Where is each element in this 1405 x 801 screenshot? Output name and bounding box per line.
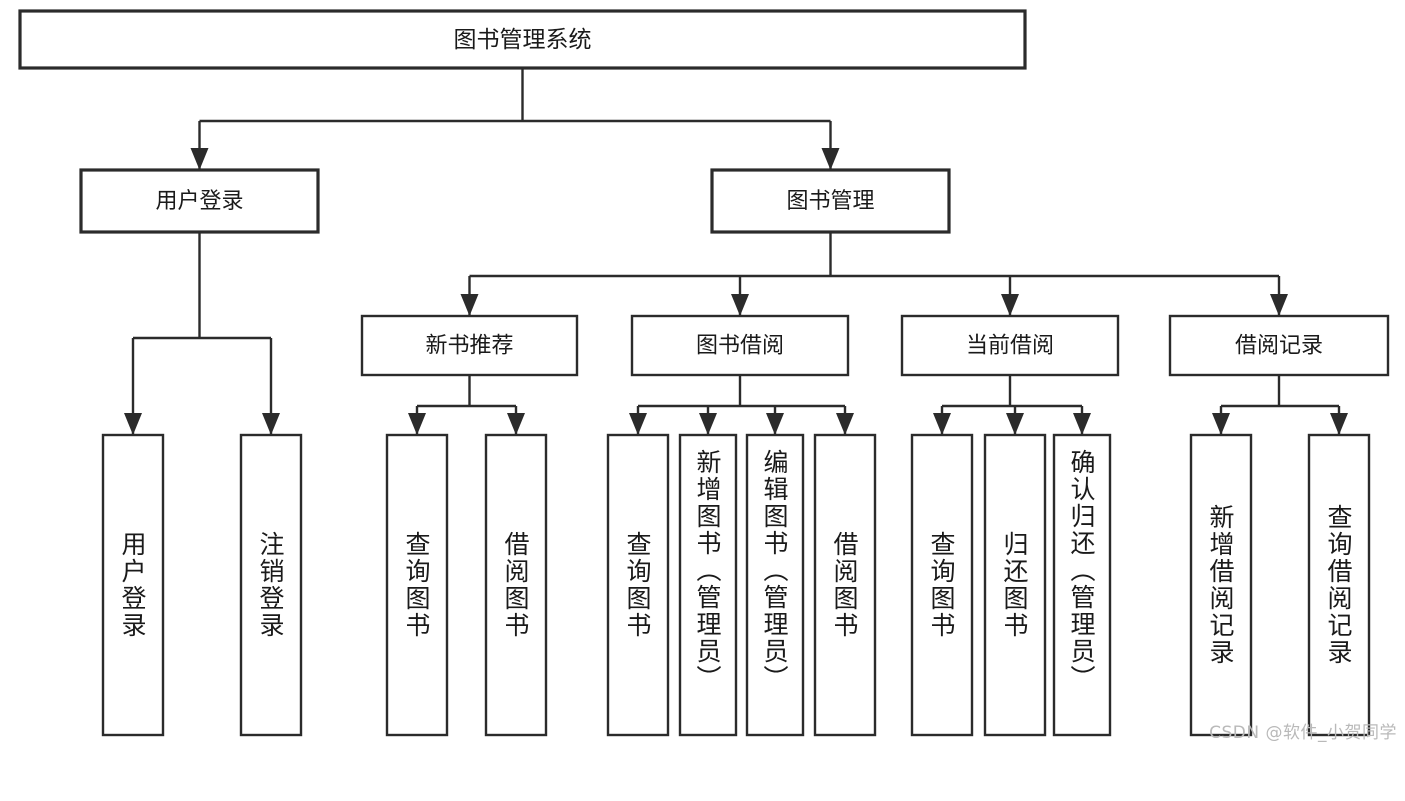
node-box-leaf-borrow-book-2[interactable] [813, 433, 877, 737]
node-box-leaf-query-record[interactable] [1307, 433, 1371, 737]
node-box-user-login[interactable] [79, 168, 320, 234]
arrow-head-book-borrow [731, 294, 749, 316]
node-box-leaf-user-logout[interactable] [239, 433, 303, 737]
arrow-head-leaf-query-book-1 [408, 413, 426, 435]
node-label-book-borrow: 图书借阅 [696, 334, 784, 359]
arrow-head-user-login [190, 148, 209, 170]
node-label-user-login: 用户登录 [155, 189, 243, 214]
node-box-leaf-query-book-2[interactable] [606, 433, 670, 737]
connector-layer [124, 68, 1348, 435]
arrow-head-leaf-edit-book [766, 413, 784, 435]
node-box-leaf-confirm-return[interactable] [1052, 433, 1112, 737]
arrow-head-book-manage [821, 148, 840, 170]
box-layer [18, 9, 1390, 737]
arrow-head-leaf-borrow-book-1 [507, 413, 525, 435]
node-box-leaf-user-login[interactable] [101, 433, 165, 737]
node-box-leaf-query-book-1[interactable] [385, 433, 449, 737]
arrow-head-leaf-user-logout [262, 413, 280, 435]
node-box-leaf-return-book[interactable] [983, 433, 1047, 737]
watermark: CSDN @软件_小贺同学 [1209, 723, 1397, 743]
arrow-head-leaf-add-record [1212, 413, 1230, 435]
node-box-root[interactable] [18, 9, 1027, 70]
arrow-head-leaf-borrow-book-2 [836, 413, 854, 435]
diagram-canvas: 图书管理系统用户登录图书管理新书推荐图书借阅当前借阅借阅记录 用户登录注销登录查… [18, 9, 1397, 743]
node-box-book-manage[interactable] [710, 168, 951, 234]
arrow-head-leaf-query-book-2 [629, 413, 647, 435]
arrow-head-leaf-confirm-return [1073, 413, 1091, 435]
node-label-book-manage: 图书管理 [786, 189, 874, 214]
node-box-new-book-recommend[interactable] [360, 314, 579, 377]
arrow-head-borrow-record [1270, 294, 1288, 316]
node-box-leaf-edit-book[interactable] [745, 433, 805, 737]
node-label-current-borrow: 当前借阅 [966, 334, 1054, 359]
arrow-head-current-borrow [1001, 294, 1019, 316]
arrow-head-leaf-query-record [1330, 413, 1348, 435]
node-label-new-book-recommend: 新书推荐 [425, 334, 513, 359]
node-box-current-borrow[interactable] [900, 314, 1120, 377]
node-box-leaf-add-book[interactable] [678, 433, 738, 737]
node-box-leaf-add-record[interactable] [1189, 433, 1253, 737]
node-box-book-borrow[interactable] [630, 314, 850, 377]
node-box-borrow-record[interactable] [1168, 314, 1390, 377]
node-box-leaf-borrow-book-1[interactable] [484, 433, 548, 737]
node-label-borrow-record: 借阅记录 [1235, 334, 1323, 359]
node-box-leaf-query-book-3[interactable] [910, 433, 974, 737]
node-label-root: 图书管理系统 [454, 27, 592, 53]
arrow-head-leaf-user-login [124, 413, 142, 435]
arrow-head-leaf-query-book-3 [933, 413, 951, 435]
arrow-head-leaf-return-book [1006, 413, 1024, 435]
arrow-head-leaf-add-book [699, 413, 717, 435]
arrow-head-new-book-recommend [460, 294, 479, 316]
